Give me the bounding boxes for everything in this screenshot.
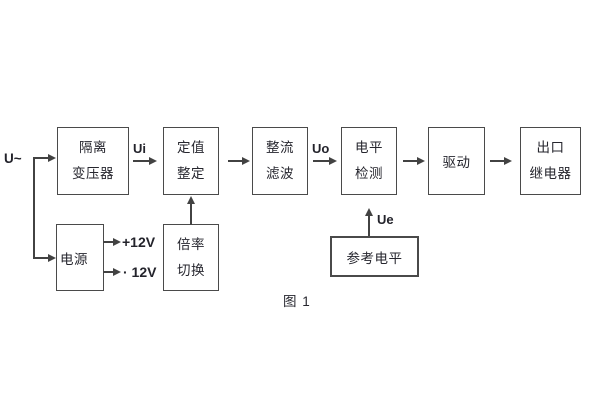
arrow-right-icon bbox=[149, 157, 157, 165]
arrow-right-icon bbox=[48, 154, 56, 162]
arrow-right-icon bbox=[417, 157, 425, 165]
plus12v-label: +12V bbox=[122, 234, 156, 250]
signal-ue-label: Ue bbox=[377, 212, 394, 227]
block-isolation-transformer: 隔离 变压器 bbox=[57, 127, 129, 195]
block-label-line: 滤波 bbox=[266, 166, 294, 181]
setting-to-rectifier-line bbox=[228, 160, 243, 162]
block-rectifier-filter: 整流 滤波 bbox=[252, 127, 308, 195]
input-to-power-line bbox=[33, 257, 49, 259]
block-label-line: 整流 bbox=[266, 140, 294, 155]
power-minus12v-line bbox=[103, 271, 115, 273]
arrow-right-icon bbox=[113, 268, 121, 276]
block-label-line: 隔离 bbox=[79, 140, 107, 155]
block-label-line: 整定 bbox=[177, 166, 205, 181]
block-label-line: 继电器 bbox=[529, 166, 572, 181]
transformer-to-setting-line bbox=[133, 160, 150, 162]
block-power-supply: 电源 bbox=[56, 224, 104, 291]
drive-to-relay-line bbox=[490, 160, 505, 162]
arrow-up-icon bbox=[187, 196, 195, 204]
block-reference-level: 参考电平 bbox=[330, 236, 419, 277]
block-drive: 驱动 bbox=[428, 127, 485, 195]
arrow-up-icon bbox=[365, 208, 373, 216]
reference-to-level-line bbox=[368, 216, 370, 236]
block-label-line: 倍率 bbox=[177, 236, 205, 252]
arrow-right-icon bbox=[48, 254, 56, 262]
block-output-relay: 出口 继电器 bbox=[520, 127, 581, 195]
block-label-line: 电平 bbox=[355, 140, 383, 155]
input-branch-line bbox=[33, 158, 35, 259]
power-plus12v-line bbox=[103, 241, 115, 243]
block-label-line: 电源 bbox=[60, 251, 88, 267]
signal-uo-label: Uo bbox=[312, 141, 330, 156]
arrow-right-icon bbox=[504, 157, 512, 165]
block-label-line: 变压器 bbox=[72, 166, 114, 181]
arrow-right-icon bbox=[242, 157, 250, 165]
signal-ui-label: Ui bbox=[133, 141, 146, 156]
input-to-transformer-line bbox=[33, 157, 49, 159]
level-to-drive-line bbox=[403, 160, 418, 162]
block-ratio-switching: 倍率 切换 bbox=[163, 224, 219, 291]
minus12v-label: · 12V bbox=[123, 264, 157, 280]
block-label-line: 检测 bbox=[355, 166, 383, 181]
block-level-detection: 电平 检测 bbox=[341, 127, 397, 195]
block-label-line: 参考电平 bbox=[346, 250, 403, 266]
arrow-right-icon bbox=[329, 157, 337, 165]
block-label-line: 定值 bbox=[177, 140, 205, 155]
ratio-to-setting-line bbox=[190, 204, 192, 225]
block-value-setting: 定值 整定 bbox=[163, 127, 219, 195]
rectifier-to-level-line bbox=[313, 160, 330, 162]
input-signal-label: U~ bbox=[4, 151, 22, 166]
block-label-line: 驱动 bbox=[442, 155, 471, 170]
block-label-line: 切换 bbox=[177, 262, 205, 278]
arrow-right-icon bbox=[113, 238, 121, 246]
figure-caption: 图 1 bbox=[283, 294, 311, 309]
block-label-line: 出口 bbox=[536, 140, 565, 155]
